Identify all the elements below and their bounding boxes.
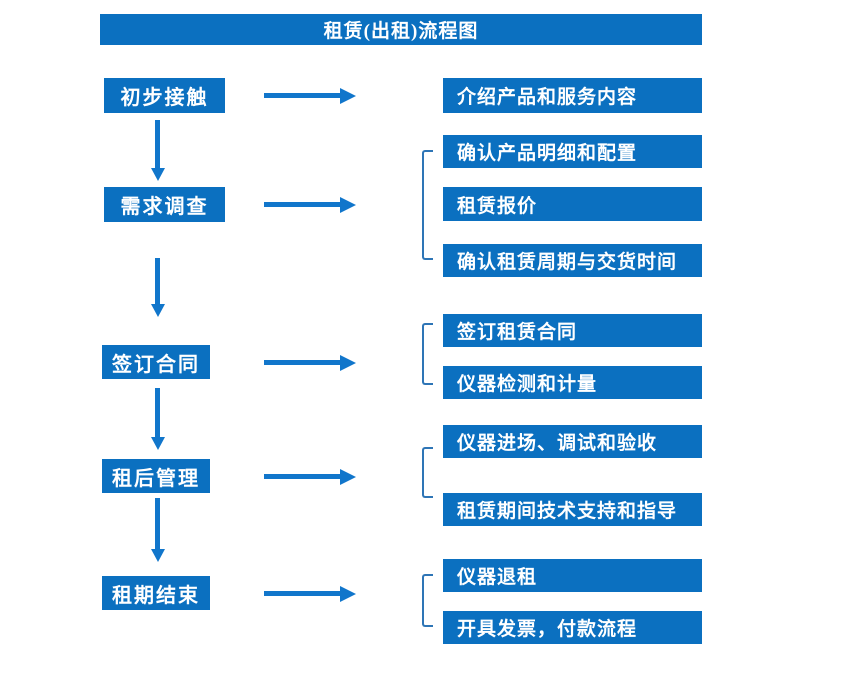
step-label: 租后管理: [112, 467, 200, 490]
arrow-right-icon: [264, 196, 356, 213]
detail-box-technical-support: 租赁期间技术支持和指导: [443, 493, 702, 526]
arrow-down-icon: [150, 388, 165, 450]
arrow-down-icon: [150, 120, 165, 181]
detail-label: 确认租赁周期与交货时间: [457, 252, 678, 273]
group-bracket: [422, 150, 433, 260]
detail-box-sign-rental-contract: 签订租赁合同: [443, 314, 702, 347]
detail-label: 仪器进场、调试和验收: [457, 433, 658, 454]
step-box-rental-end: 租期结束: [102, 576, 210, 610]
detail-label: 租赁期间技术支持和指导: [457, 501, 678, 522]
detail-box-confirm-product-config: 确认产品明细和配置: [443, 135, 702, 168]
step-box-initial-contact: 初步接触: [104, 78, 225, 113]
detail-label: 开具发票，付款流程: [457, 619, 638, 640]
detail-label: 仪器检测和计量: [457, 374, 598, 395]
detail-box-instrument-return: 仪器退租: [443, 559, 702, 592]
arrow-down-icon: [150, 258, 165, 317]
arrow-right-icon: [264, 87, 356, 104]
arrow-right-icon: [264, 468, 356, 485]
detail-box-confirm-period-delivery: 确认租赁周期与交货时间: [443, 244, 702, 277]
detail-label: 租赁报价: [457, 195, 538, 217]
arrow-down-icon: [150, 498, 165, 562]
detail-box-introduce-products: 介绍产品和服务内容: [443, 78, 702, 113]
step-label: 需求调查: [120, 196, 209, 218]
detail-label: 仪器退租: [457, 567, 538, 588]
arrow-right-icon: [264, 354, 356, 371]
step-label: 租期结束: [112, 584, 200, 607]
detail-label: 确认产品明细和配置: [457, 143, 638, 164]
title-bar: 租赁(出租)流程图: [100, 14, 702, 45]
group-bracket: [422, 323, 433, 385]
arrow-right-icon: [264, 585, 356, 602]
detail-label: 签订租赁合同: [457, 322, 578, 343]
group-bracket: [422, 574, 433, 627]
step-label: 初步接触: [120, 87, 209, 109]
step-box-demand-survey: 需求调查: [104, 187, 225, 222]
step-box-post-rental-management: 租后管理: [102, 459, 210, 493]
detail-label: 介绍产品和服务内容: [457, 87, 638, 108]
detail-box-instrument-testing: 仪器检测和计量: [443, 366, 702, 399]
detail-box-rental-quote: 租赁报价: [443, 187, 702, 221]
group-bracket: [422, 447, 433, 498]
detail-box-instrument-setup-acceptance: 仪器进场、调试和验收: [443, 425, 702, 458]
detail-box-invoice-payment: 开具发票，付款流程: [443, 611, 702, 644]
page-title: 租赁(出租)流程图: [323, 21, 479, 42]
step-label: 签订合同: [112, 353, 200, 376]
step-box-sign-contract: 签订合同: [102, 345, 210, 379]
